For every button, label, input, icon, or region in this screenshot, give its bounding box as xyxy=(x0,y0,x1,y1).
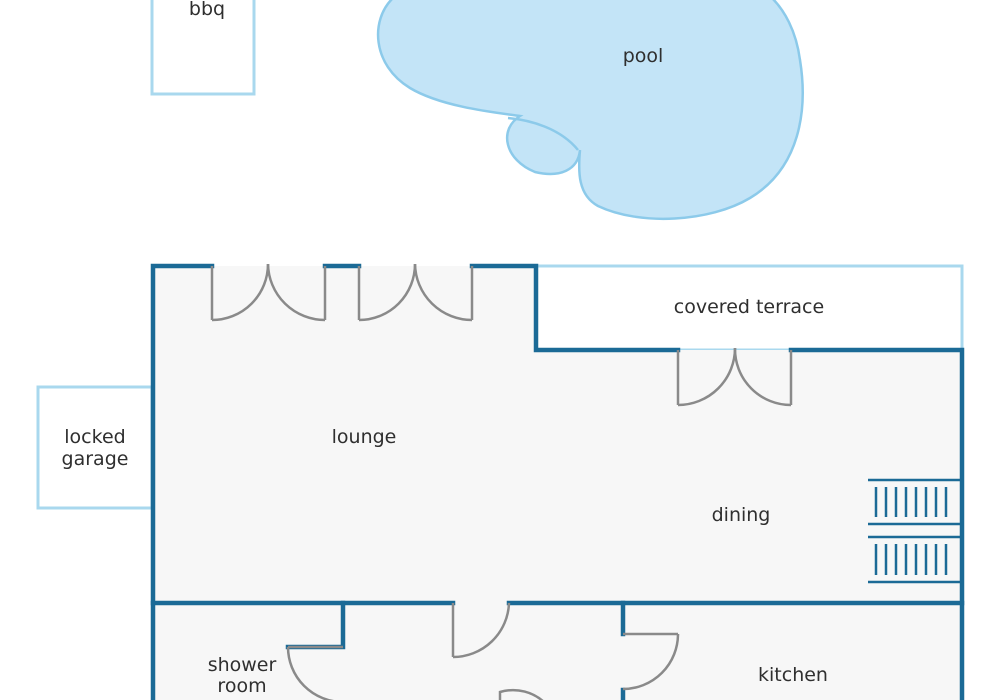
house-floor xyxy=(153,266,962,700)
doors xyxy=(210,263,793,700)
dining-label: dining xyxy=(711,504,771,526)
shower-room-label-line1: shower xyxy=(207,654,277,676)
pool-step xyxy=(507,116,579,151)
pool-label: pool xyxy=(622,45,664,67)
exterior-walls xyxy=(150,263,965,700)
covered-terrace-label: covered terrace xyxy=(673,296,825,318)
locked-garage-area xyxy=(36,385,154,510)
staircase xyxy=(868,478,962,584)
locked-garage-label-line2: garage xyxy=(61,448,129,470)
bbq-area xyxy=(150,0,256,96)
lounge-label: lounge xyxy=(331,426,397,448)
bbq-label: bbq xyxy=(188,0,226,20)
locked-garage-label-line1: locked xyxy=(64,426,126,448)
covered-terrace-area xyxy=(534,264,964,352)
kitchen-label: kitchen xyxy=(758,664,828,686)
shower-room-label-line2: room xyxy=(217,675,267,697)
pool-shape xyxy=(376,0,804,220)
